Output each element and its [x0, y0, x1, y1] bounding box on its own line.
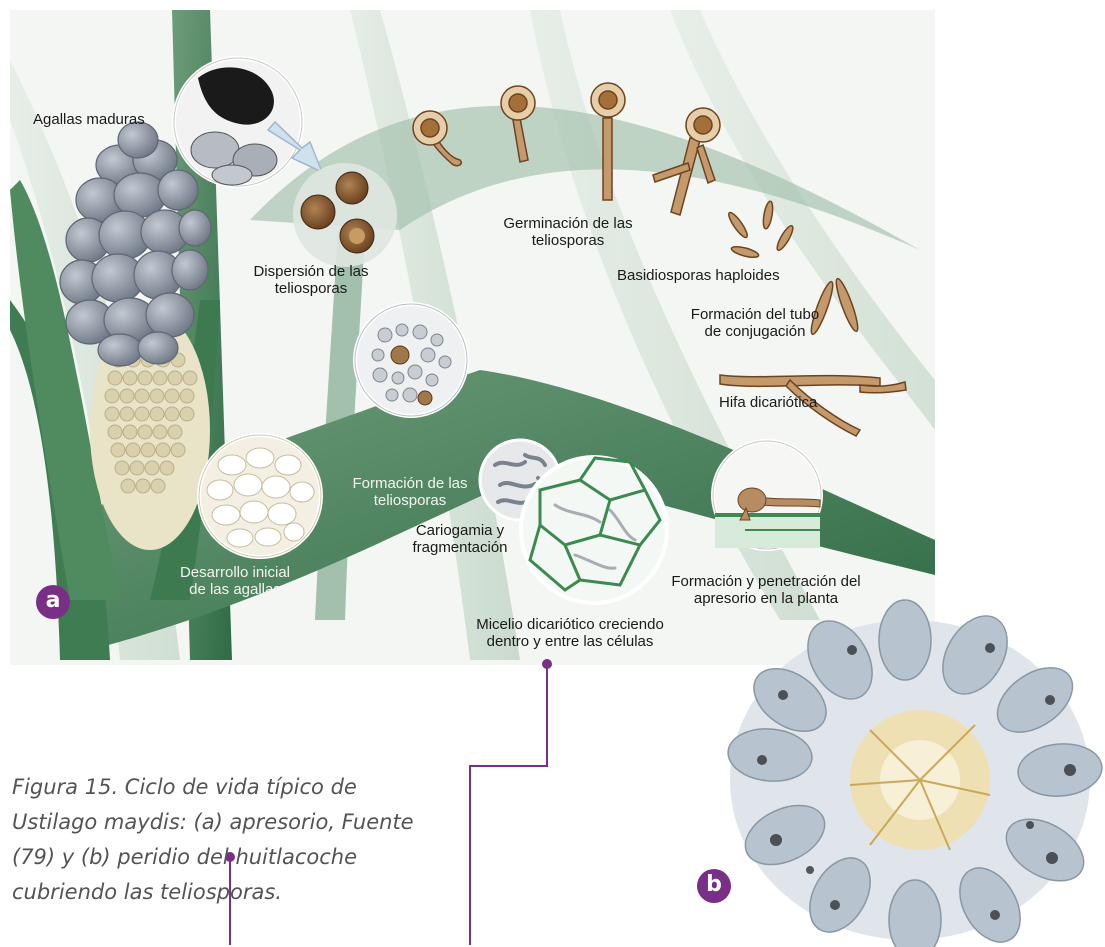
badge-b: b	[697, 869, 731, 903]
initial-gall-development-closeup	[199, 435, 321, 557]
label-mature-galls: Agallas maduras	[33, 111, 145, 128]
dikaryotic-mycelium-closeup	[521, 457, 667, 603]
label-teliospore-germination: Germinación de las teliosporas	[488, 215, 648, 249]
label-conjugation-tube: Formación del tubo de conjugación	[675, 306, 835, 340]
figure-caption: Figura 15. Ciclo de vida típico de Ustil…	[12, 770, 432, 910]
appressorium-closeup	[713, 441, 821, 549]
label-haploid-basidiospores: Basidiosporas haploides	[617, 267, 780, 284]
label-karyogamy: Cariogamia y fragmentación	[400, 522, 520, 556]
label-teliospore-dispersal: Dispersión de las teliosporas	[246, 263, 376, 297]
connector-dot-top	[542, 659, 552, 669]
dispersing-teliospores	[293, 163, 397, 267]
label-initial-gall-development: Desarrollo inicial de las agallas	[160, 564, 310, 598]
teliospore-formation-closeup	[355, 304, 467, 416]
label-dikaryotic-mycelium: Micelio dicariótico creciendo dentro y e…	[455, 616, 685, 650]
label-appressorium-formation: Formación y penetración del apresorio en…	[656, 573, 876, 607]
label-dikaryotic-hypha: Hifa dicariótica	[719, 394, 817, 411]
label-teliospore-formation: Formación de las teliosporas	[340, 475, 480, 509]
badge-a: a	[36, 585, 70, 619]
